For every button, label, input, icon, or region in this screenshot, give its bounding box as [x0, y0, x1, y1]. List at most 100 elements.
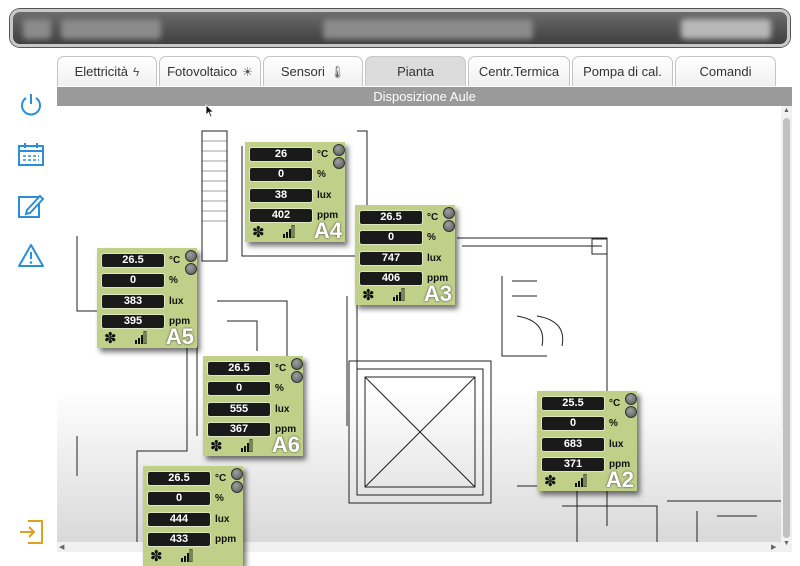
status-indicator-icon	[625, 393, 637, 405]
fan-icon[interactable]: ✽	[150, 548, 163, 565]
tab-comandi[interactable]: Comandi	[675, 56, 776, 86]
fan-icon[interactable]: ✽	[362, 287, 375, 304]
mouse-cursor-icon	[205, 104, 215, 118]
status-indicator-icon	[185, 250, 197, 262]
calendar-icon[interactable]	[18, 142, 44, 168]
signal-bars-icon	[135, 331, 147, 344]
floor-plan-drawing	[76, 130, 792, 542]
humidity-unit: %	[215, 493, 224, 504]
co2-value: 433	[147, 532, 211, 547]
temperature-unit: °C	[427, 212, 439, 223]
lightning-icon: ϟ	[133, 64, 140, 79]
tab-label: Fotovoltaico	[167, 64, 238, 79]
tab-sensori[interactable]: Sensori 🌡	[263, 56, 363, 86]
lux-unit: lux	[317, 190, 332, 201]
school-name-blurred	[323, 19, 533, 39]
fan-icon[interactable]: ✽	[252, 224, 265, 241]
status-indicator-icon	[231, 468, 243, 480]
room-name: A6	[271, 432, 300, 457]
status-indicator-icon	[443, 220, 455, 232]
tab-label: Pompa di cal.	[583, 64, 662, 79]
temperature-value: 26	[249, 147, 313, 162]
co2-unit: ppm	[317, 210, 339, 221]
tab-pianta[interactable]: Pianta	[365, 56, 466, 86]
signal-bars-icon	[181, 549, 193, 562]
humidity-value: 0	[359, 230, 423, 245]
vertical-scrollbar[interactable]: ▲ ▼	[781, 106, 792, 552]
tab-label: Sensori	[280, 64, 325, 79]
scroll-right-icon[interactable]: ▶	[771, 544, 777, 551]
logout-icon[interactable]	[18, 519, 44, 545]
fan-icon[interactable]: ✽	[104, 330, 117, 347]
room-name: A2	[605, 467, 634, 492]
warning-icon[interactable]	[18, 243, 44, 269]
scrollbar-thumb[interactable]	[783, 118, 790, 538]
temperature-unit: °C	[609, 398, 621, 409]
scroll-up-icon[interactable]: ▲	[783, 107, 790, 114]
sun-icon: ☀	[242, 64, 253, 79]
status-indicator-icon	[625, 406, 637, 418]
co2-unit: ppm	[215, 534, 237, 545]
humidity-value: 0	[101, 273, 165, 288]
edit-icon[interactable]	[18, 193, 45, 219]
title-blurred	[61, 19, 161, 39]
signal-bars-icon	[575, 474, 587, 487]
status-indicator-icon	[333, 144, 345, 156]
humidity-unit: %	[275, 383, 284, 394]
horizontal-scrollbar[interactable]: ◀ ▶	[57, 542, 781, 552]
fan-icon[interactable]: ✽	[210, 438, 223, 455]
signal-bars-icon	[283, 225, 295, 238]
tab-elettricita[interactable]: Elettricità ϟ	[57, 56, 157, 86]
humidity-value: 0	[249, 167, 313, 182]
tab-label: Centr.Termica	[478, 64, 560, 79]
temperature-value: 26.5	[207, 361, 271, 376]
temperature-value: 25.5	[541, 396, 605, 411]
temperature-value: 26.5	[147, 471, 211, 486]
co2-value: 406	[359, 271, 423, 286]
lux-unit: lux	[609, 439, 624, 450]
co2-unit: ppm	[169, 316, 191, 327]
humidity-value: 0	[541, 416, 605, 431]
tab-centr-termica[interactable]: Centr.Termica	[468, 56, 570, 86]
temperature-unit: °C	[169, 255, 181, 266]
co2-value: 402	[249, 208, 313, 223]
co2-unit: ppm	[609, 459, 631, 470]
co2-value: 371	[541, 457, 605, 472]
temperature-value: 26.5	[101, 253, 165, 268]
account-blurred[interactable]	[681, 19, 771, 39]
co2-unit: ppm	[427, 273, 449, 284]
tab-pompa-di-calore[interactable]: Pompa di cal.	[572, 56, 673, 86]
temperature-value: 26.5	[359, 210, 423, 225]
temperature-unit: °C	[215, 473, 227, 484]
humidity-unit: %	[317, 169, 326, 180]
power-icon[interactable]	[18, 92, 44, 118]
scroll-down-icon[interactable]: ▼	[783, 540, 790, 547]
lux-value: 38	[249, 188, 313, 203]
lux-unit: lux	[275, 404, 290, 415]
tab-label: Pianta	[397, 64, 434, 79]
lux-value: 444	[147, 512, 211, 527]
co2-unit: ppm	[275, 424, 297, 435]
co2-value: 395	[101, 314, 165, 329]
lux-value: 555	[207, 402, 271, 417]
top-bar	[10, 9, 790, 47]
lux-value: 383	[101, 294, 165, 309]
scroll-left-icon[interactable]: ◀	[59, 544, 65, 551]
tab-fotovoltaico[interactable]: Fotovoltaico ☀	[159, 56, 261, 86]
humidity-unit: %	[169, 275, 178, 286]
signal-bars-icon	[393, 288, 405, 301]
tab-label: Elettricità	[74, 64, 129, 79]
lux-value: 747	[359, 251, 423, 266]
lux-value: 683	[541, 437, 605, 452]
section-title: Disposizione Aule	[57, 87, 792, 106]
logo-blurred	[23, 19, 51, 39]
thermometer-icon: 🌡	[329, 64, 346, 79]
humidity-value: 0	[147, 491, 211, 506]
fan-icon[interactable]: ✽	[544, 473, 557, 490]
